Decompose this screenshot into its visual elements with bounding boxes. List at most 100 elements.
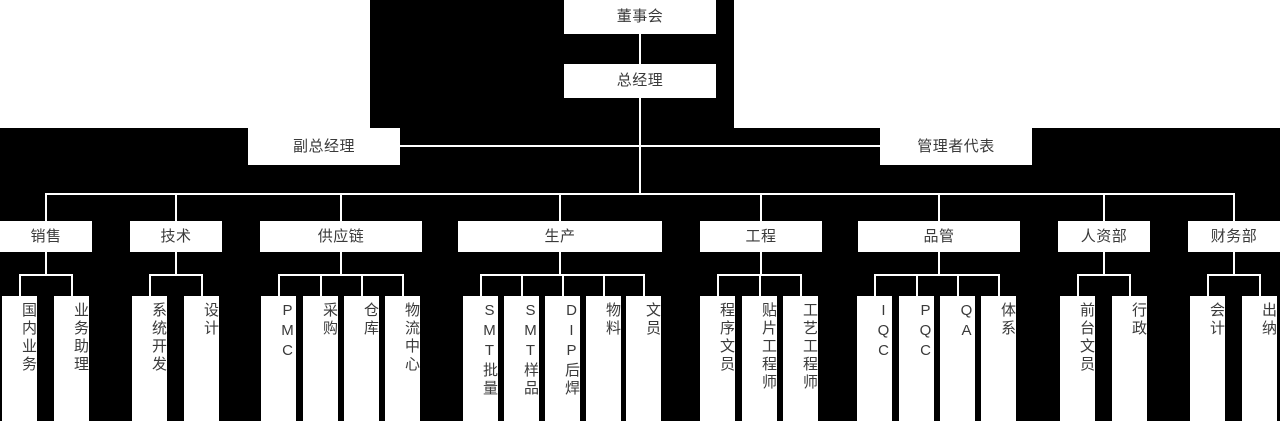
connector-drop-sales (45, 193, 47, 221)
node-dept-supply-chain[interactable]: 供应链 (260, 221, 422, 252)
connector-bus-supply-chain (278, 274, 403, 276)
connector-drop-tech (175, 193, 177, 221)
connector-drop-finance (1233, 193, 1235, 221)
connector-leaf-pqc (916, 274, 918, 296)
connector-drop-production (559, 193, 561, 221)
node-team-dip-rework[interactable]: DIP后焊 (545, 296, 580, 421)
node-team-dip-rework-label: DIP后焊 (563, 302, 580, 398)
connector-leaf-smt-engineer (759, 274, 761, 296)
connector-stem-sales (45, 252, 47, 274)
connector-stem-finance (1233, 252, 1235, 274)
connector-leaf-warehouse (361, 274, 363, 296)
connector-leaf-logistics-center (402, 274, 404, 296)
connector-leaf-materials (603, 274, 605, 296)
node-team-warehouse[interactable]: 仓库 (344, 296, 379, 421)
node-team-program-clerk[interactable]: 程序文员 (700, 296, 735, 421)
connector-leaf-cashier (1259, 274, 1261, 296)
connector-leaf-domestic-sales (19, 274, 21, 296)
connector-bus-finance (1207, 274, 1260, 276)
connector-leaf-qa (957, 274, 959, 296)
node-team-materials[interactable]: 物料 (586, 296, 621, 421)
connector-leaf-iqc (874, 274, 876, 296)
node-team-pqc-label: PQC (917, 302, 934, 362)
connector-drop-supply-chain (340, 193, 342, 221)
node-dept-hr[interactable]: 人资部 (1058, 221, 1150, 252)
node-team-logistics-center-label: 物流中心 (403, 302, 420, 374)
node-team-clerk-label: 文员 (644, 302, 661, 338)
node-team-sales-assistant-label: 业务助理 (72, 302, 89, 374)
node-team-accounting[interactable]: 会计 (1190, 296, 1225, 421)
node-team-domestic-sales-label: 国内业务 (20, 302, 37, 374)
node-team-program-clerk-label: 程序文员 (718, 302, 735, 374)
node-team-pmc[interactable]: PMC (261, 296, 296, 421)
connector-bus-tech (149, 274, 202, 276)
connector-bus-hr (1077, 274, 1130, 276)
connector-board-gm (639, 33, 641, 64)
node-team-pqc[interactable]: PQC (899, 296, 934, 421)
node-team-warehouse-label: 仓库 (362, 302, 379, 338)
node-team-smt-sample-label: SMT样品 (522, 302, 539, 398)
connector-dept-bus (45, 193, 1234, 195)
node-team-smt-engineer-label: 贴片工程师 (760, 302, 777, 392)
node-team-smt-mass[interactable]: SMT批量 (463, 296, 498, 421)
node-mgmt-rep[interactable]: 管理者代表 (880, 128, 1032, 165)
node-team-qa[interactable]: QA (940, 296, 975, 421)
node-team-front-desk-clerk-label: 前台文员 (1078, 302, 1095, 374)
node-team-smt-engineer[interactable]: 贴片工程师 (742, 296, 777, 421)
node-deputy-gm[interactable]: 副总经理 (248, 128, 400, 165)
node-dept-quality[interactable]: 品管 (858, 221, 1020, 252)
connector-leaf-smt-mass (480, 274, 482, 296)
node-dept-engineering[interactable]: 工程 (700, 221, 822, 252)
node-team-pmc-label: PMC (279, 302, 296, 362)
node-dept-finance[interactable]: 财务部 (1188, 221, 1280, 252)
connector-stem-quality (938, 252, 940, 274)
connector-leaf-pmc (278, 274, 280, 296)
connector-bus-quality (874, 274, 999, 276)
connector-leaf-design (201, 274, 203, 296)
node-team-qa-label: QA (958, 302, 975, 342)
node-team-purchasing-label: 采购 (321, 302, 338, 338)
node-dept-tech[interactable]: 技术 (130, 221, 222, 252)
node-team-accounting-label: 会计 (1208, 302, 1225, 338)
node-team-iqc[interactable]: IQC (857, 296, 892, 421)
node-team-clerk[interactable]: 文员 (626, 296, 661, 421)
connector-leaf-purchasing (320, 274, 322, 296)
node-team-smt-mass-label: SMT批量 (481, 302, 498, 398)
node-dept-production[interactable]: 生产 (458, 221, 662, 252)
node-team-administration[interactable]: 行政 (1112, 296, 1147, 421)
node-board[interactable]: 董事会 (564, 0, 716, 34)
node-team-system-label: 体系 (999, 302, 1016, 338)
connector-stem-tech (175, 252, 177, 274)
node-team-domestic-sales[interactable]: 国内业务 (2, 296, 37, 421)
node-team-process-engineer[interactable]: 工艺工程师 (783, 296, 818, 421)
connector-leaf-system-dev (149, 274, 151, 296)
node-team-administration-label: 行政 (1130, 302, 1147, 338)
node-gm[interactable]: 总经理 (564, 64, 716, 98)
connector-drop-hr (1103, 193, 1105, 221)
node-team-system-dev[interactable]: 系统开发 (132, 296, 167, 421)
connector-leaf-administration (1129, 274, 1131, 296)
connector-stem-engineering (760, 252, 762, 274)
node-team-design[interactable]: 设计 (184, 296, 219, 421)
connector-bus-sales (19, 274, 72, 276)
node-team-front-desk-clerk[interactable]: 前台文员 (1060, 296, 1095, 421)
connector-leaf-sales-assistant (71, 274, 73, 296)
node-dept-sales[interactable]: 销售 (0, 221, 92, 252)
node-team-purchasing[interactable]: 采购 (303, 296, 338, 421)
connector-leaf-system (998, 274, 1000, 296)
connector-leaf-accounting (1207, 274, 1209, 296)
connector-stem-production (559, 252, 561, 274)
connector-leaf-smt-sample (521, 274, 523, 296)
connector-level2-bus (400, 145, 880, 147)
node-team-system[interactable]: 体系 (981, 296, 1016, 421)
node-team-sales-assistant[interactable]: 业务助理 (54, 296, 89, 421)
node-team-system-dev-label: 系统开发 (150, 302, 167, 374)
connector-leaf-front-desk-clerk (1077, 274, 1079, 296)
node-team-smt-sample[interactable]: SMT样品 (504, 296, 539, 421)
node-team-logistics-center[interactable]: 物流中心 (385, 296, 420, 421)
node-team-cashier[interactable]: 出纳 (1242, 296, 1277, 421)
node-team-cashier-label: 出纳 (1260, 302, 1277, 338)
connector-drop-quality (938, 193, 940, 221)
backdrop-mid-right (1104, 128, 1280, 194)
